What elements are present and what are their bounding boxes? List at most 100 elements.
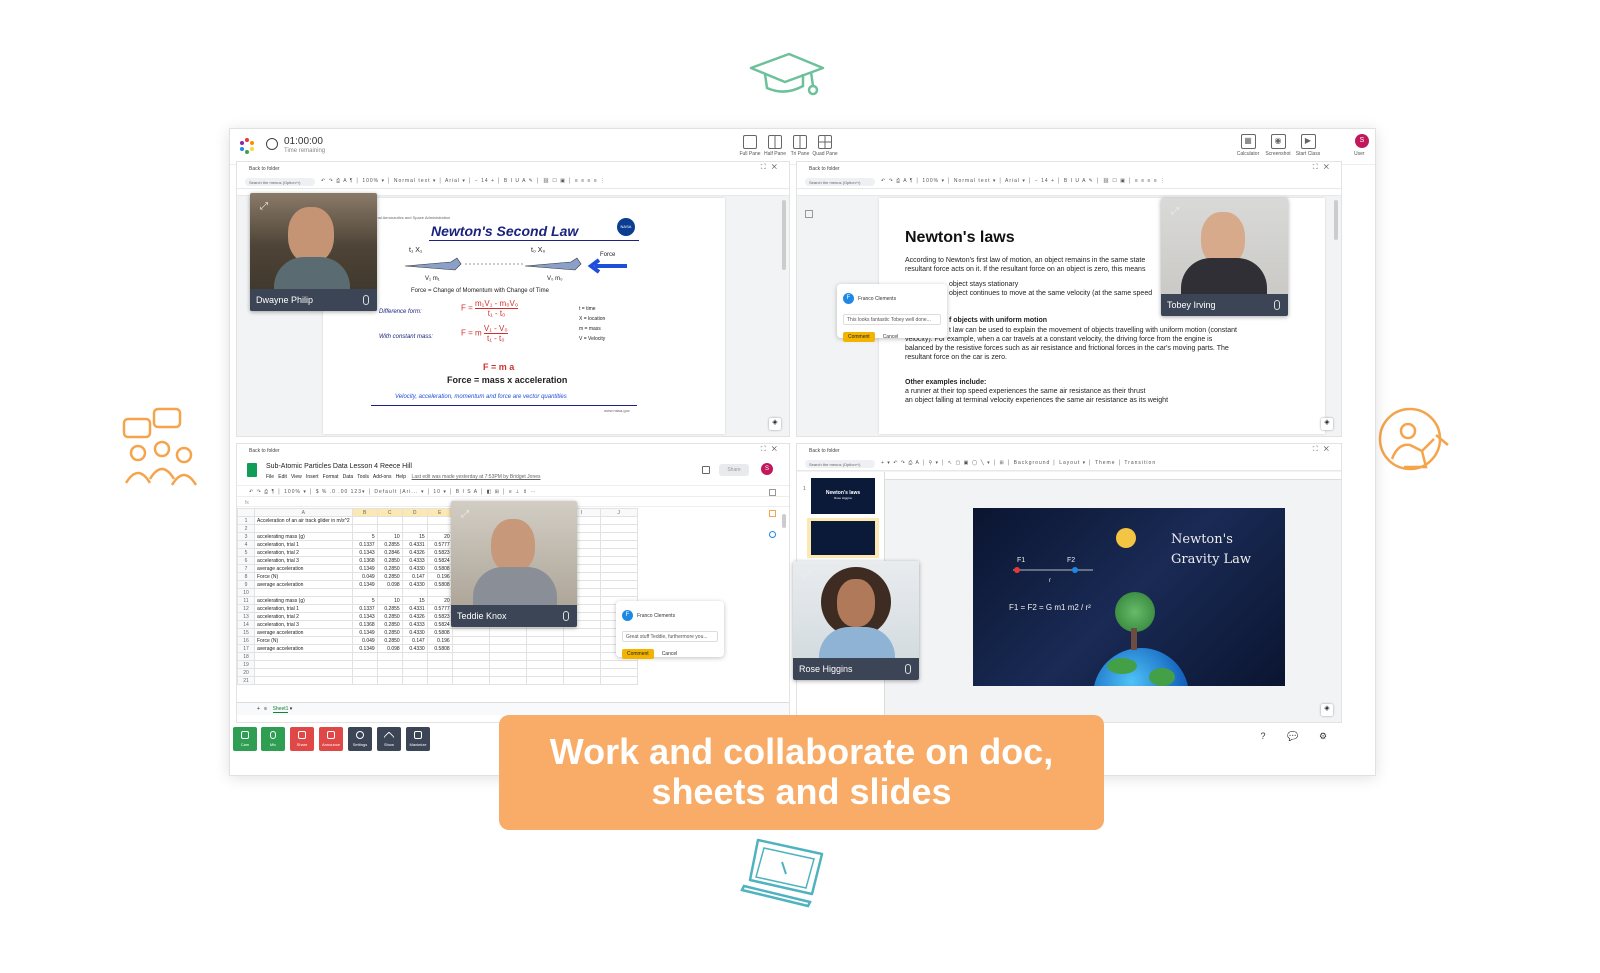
table-cell[interactable]: 0.5777 xyxy=(426,604,453,613)
sheet-toolbar[interactable]: ↶ ↷ ⎙ ¶ │ 100% ▾ │ $ % .0 .00 123▾ │ Def… xyxy=(237,485,789,497)
table-cell[interactable]: 15 xyxy=(401,532,428,541)
table-cell[interactable] xyxy=(525,628,564,637)
table-cell[interactable] xyxy=(254,676,353,685)
table-cell[interactable]: 0.1343 xyxy=(351,548,378,557)
table-cell[interactable]: 0.098 xyxy=(376,580,403,589)
table-cell[interactable]: Force (N) xyxy=(254,572,353,581)
table-cell[interactable] xyxy=(401,668,428,677)
expand-icon[interactable]: ⤢ xyxy=(803,569,811,580)
table-cell[interactable]: acceleration, trial 2 xyxy=(254,548,353,557)
table-cell[interactable]: average acceleration xyxy=(254,644,353,653)
table-cell[interactable]: average acceleration xyxy=(254,628,353,637)
table-cell[interactable]: 15 xyxy=(401,596,428,605)
table-cell[interactable]: 0.4326 xyxy=(401,548,428,557)
table-cell[interactable] xyxy=(562,644,601,653)
table-cell[interactable] xyxy=(351,676,378,685)
pane-window-controls[interactable]: ⛶✕ xyxy=(760,164,783,171)
table-row[interactable]: 19 xyxy=(237,660,638,669)
table-cell[interactable]: 10 xyxy=(376,596,403,605)
table-cell[interactable]: 0.2855 xyxy=(376,540,403,549)
controls-button[interactable]: ⚙ xyxy=(1312,725,1334,747)
table-cell[interactable] xyxy=(376,660,403,669)
start-class-button[interactable]: ▶Start Class xyxy=(1295,134,1321,157)
table-cell[interactable]: 0.1349 xyxy=(351,628,378,637)
table-cell[interactable]: 0.049 xyxy=(351,572,378,581)
table-cell[interactable] xyxy=(376,676,403,685)
table-cell[interactable] xyxy=(351,524,378,533)
table-cell[interactable] xyxy=(599,532,638,541)
table-cell[interactable]: 0.4331 xyxy=(401,604,428,613)
table-cell[interactable] xyxy=(451,668,490,677)
table-cell[interactable] xyxy=(254,588,353,597)
table-cell[interactable] xyxy=(376,516,403,525)
table-cell[interactable] xyxy=(426,588,453,597)
table-cell[interactable]: 0.5824 xyxy=(426,556,453,565)
table-cell[interactable]: acceleration, trial 1 xyxy=(254,604,353,613)
table-cell[interactable]: 0.5808 xyxy=(426,628,453,637)
table-cell[interactable] xyxy=(451,644,490,653)
cancel-button[interactable]: Cancel xyxy=(661,651,678,657)
table-cell[interactable]: 0.2850 xyxy=(376,628,403,637)
table-cell[interactable]: acceleration, trial 2 xyxy=(254,612,353,621)
comment-button[interactable]: Comment xyxy=(843,332,875,342)
table-cell[interactable] xyxy=(488,676,527,685)
sheet-title[interactable]: Sub-Atomic Particles Data Lesson 4 Reece… xyxy=(266,463,412,470)
table-cell[interactable] xyxy=(562,676,601,685)
explore-button[interactable]: ◈ xyxy=(769,418,781,430)
table-cell[interactable]: 0.1343 xyxy=(351,612,378,621)
table-cell[interactable] xyxy=(376,652,403,661)
table-cell[interactable] xyxy=(488,668,527,677)
table-cell[interactable] xyxy=(401,588,428,597)
table-cell[interactable] xyxy=(401,676,428,685)
mic-icon[interactable] xyxy=(905,664,911,674)
table-cell[interactable] xyxy=(351,588,378,597)
table-cell[interactable]: 0.2850 xyxy=(376,636,403,645)
table-cell[interactable] xyxy=(562,636,601,645)
table-cell[interactable] xyxy=(525,676,564,685)
table-cell[interactable]: 0.2855 xyxy=(376,604,403,613)
pane-window-controls[interactable]: ⛶✕ xyxy=(1312,164,1335,171)
table-cell[interactable]: Acceleration of an air track glider in m… xyxy=(254,516,353,525)
table-cell[interactable]: 0.1368 xyxy=(351,620,378,629)
table-cell[interactable]: 0.1349 xyxy=(351,644,378,653)
table-cell[interactable]: 0.4330 xyxy=(401,644,428,653)
table-cell[interactable] xyxy=(599,524,638,533)
table-cell[interactable]: 0.5777 xyxy=(426,540,453,549)
table-cell[interactable] xyxy=(562,660,601,669)
table-cell[interactable] xyxy=(525,644,564,653)
user-avatar[interactable]: S xyxy=(1355,134,1369,148)
vertical-scrollbar[interactable] xyxy=(782,514,786,528)
table-cell[interactable]: acceleration, trial 1 xyxy=(254,540,353,549)
table-cell[interactable] xyxy=(599,540,638,549)
table-cell[interactable]: 0.4326 xyxy=(401,612,428,621)
comment-button[interactable]: Comment xyxy=(622,649,654,659)
table-cell[interactable]: average acceleration xyxy=(254,580,353,589)
menu-search-input[interactable]: Search the menus (Option+/) xyxy=(805,460,875,468)
vertical-scrollbar[interactable] xyxy=(1334,200,1338,240)
table-cell[interactable] xyxy=(376,524,403,533)
share-screen-button[interactable]: Share xyxy=(290,727,314,751)
table-cell[interactable] xyxy=(254,524,353,533)
cam-button[interactable]: Cam xyxy=(233,727,257,751)
table-cell[interactable] xyxy=(426,516,453,525)
back-to-folder-link[interactable]: Back to folder xyxy=(809,448,840,454)
share-button[interactable]: Share xyxy=(719,464,749,476)
table-row[interactable]: 18 xyxy=(237,652,638,661)
announce-button[interactable]: Announce xyxy=(319,727,343,751)
vertical-scrollbar[interactable] xyxy=(782,200,786,270)
table-cell[interactable]: 20 xyxy=(426,596,453,605)
table-cell[interactable]: 0.098 xyxy=(376,644,403,653)
table-cell[interactable] xyxy=(562,668,601,677)
tri-pane-button[interactable]: Tri Pane xyxy=(787,135,813,157)
table-cell[interactable]: 0.196 xyxy=(426,572,453,581)
table-cell[interactable] xyxy=(426,676,453,685)
table-cell[interactable]: 0.1337 xyxy=(351,540,378,549)
